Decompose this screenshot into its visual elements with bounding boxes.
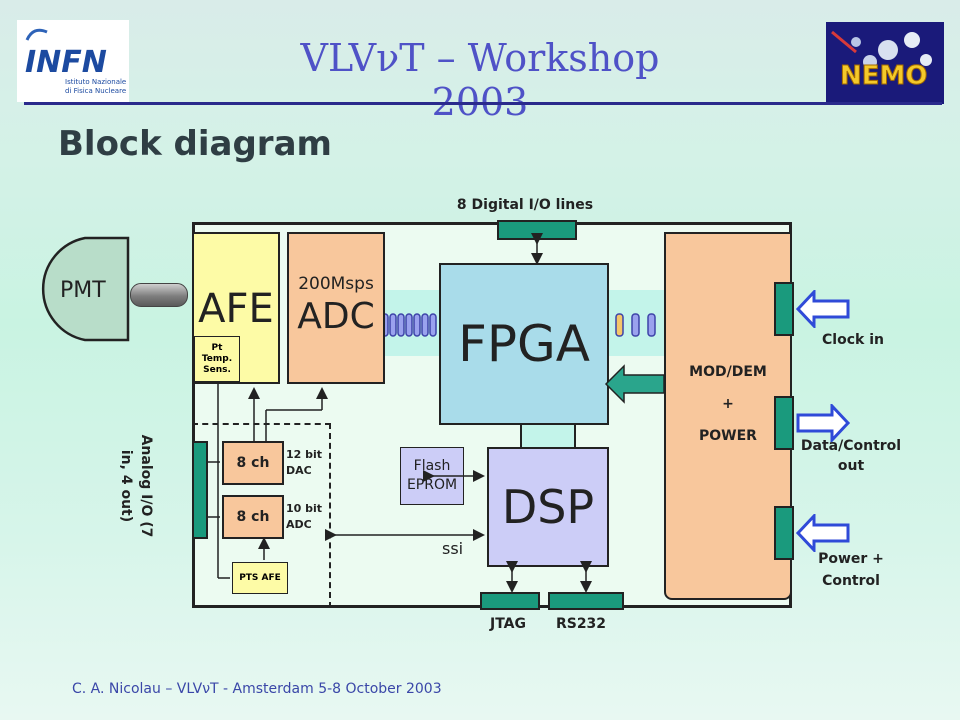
nemo-logo-mark: NEMO bbox=[840, 61, 928, 91]
mod-dem-block: MOD/DEM + POWER bbox=[664, 232, 792, 600]
adc-label: ADC bbox=[297, 296, 375, 337]
adc-fpga-coil bbox=[381, 313, 437, 337]
nemo-logo: NEMO bbox=[826, 22, 944, 104]
pt-temp-sensor: Pt Temp. Sens. bbox=[194, 336, 240, 382]
fpga-dsp-bus bbox=[520, 423, 576, 449]
pmt-label: PMT bbox=[60, 278, 106, 303]
adc-8ch-block: 8 ch bbox=[222, 495, 284, 539]
dsp-block: DSP bbox=[487, 447, 609, 567]
adc-note: 10 bit ADC bbox=[286, 502, 323, 531]
title-rule bbox=[24, 102, 942, 105]
data-connector bbox=[774, 396, 794, 450]
jtag-connector bbox=[480, 592, 540, 610]
clock-connector bbox=[774, 282, 794, 336]
section-heading: Block diagram bbox=[58, 124, 332, 164]
data-out-arrow bbox=[796, 404, 850, 442]
clock-in-arrow bbox=[796, 290, 850, 328]
adc-rate: 200Msps bbox=[298, 274, 374, 294]
adc-block: 200Msps ADC bbox=[287, 232, 385, 384]
fpga-moddem-coil bbox=[615, 313, 656, 337]
ssi-label: ssi bbox=[442, 539, 464, 558]
svg-text:di Fisica Nucleare: di Fisica Nucleare bbox=[65, 87, 126, 95]
footer: C. A. Nicolau – VLVνT - Amsterdam 5-8 Oc… bbox=[72, 681, 442, 697]
rs232-connector bbox=[548, 592, 624, 610]
dac-8ch-block: 8 ch bbox=[222, 441, 284, 485]
pts-afe-block: PTS AFE bbox=[232, 562, 288, 594]
data-control-label: Data/Control out bbox=[800, 438, 902, 474]
fpga-label: FPGA bbox=[458, 315, 590, 373]
power-connector bbox=[774, 506, 794, 560]
dac-note: 12 bit DAC bbox=[286, 448, 323, 477]
fpga-block: FPGA bbox=[439, 263, 609, 425]
infn-logo-mark: INFN bbox=[25, 45, 107, 80]
analog-io-connector bbox=[192, 441, 208, 539]
dsp-label: DSP bbox=[501, 480, 595, 534]
moddem-to-fpga-arrow bbox=[604, 364, 665, 404]
svg-text:Istituto Nazionale: Istituto Nazionale bbox=[65, 78, 126, 86]
mod-dem-label: MOD/DEM bbox=[689, 364, 767, 380]
jtag-label: JTAG bbox=[490, 616, 526, 632]
infn-logo: INFN Istituto Nazionale di Fisica Nuclea… bbox=[17, 20, 129, 102]
analog-io-label: Analog I/O (7 in, 4 out) bbox=[118, 434, 154, 538]
pmt-shape bbox=[41, 236, 130, 342]
digital-io-label: 8 Digital I/O lines bbox=[456, 197, 594, 213]
power-control-label: Power + Control bbox=[818, 551, 884, 589]
mod-dem-power: POWER bbox=[699, 428, 757, 444]
clock-in-label: Clock in bbox=[822, 332, 884, 348]
pmt-cable bbox=[130, 283, 188, 307]
rs232-label: RS232 bbox=[555, 616, 607, 632]
afe-label: AFE bbox=[198, 286, 274, 332]
mod-dem-plus: + bbox=[722, 396, 734, 412]
power-in-arrow bbox=[796, 514, 850, 552]
